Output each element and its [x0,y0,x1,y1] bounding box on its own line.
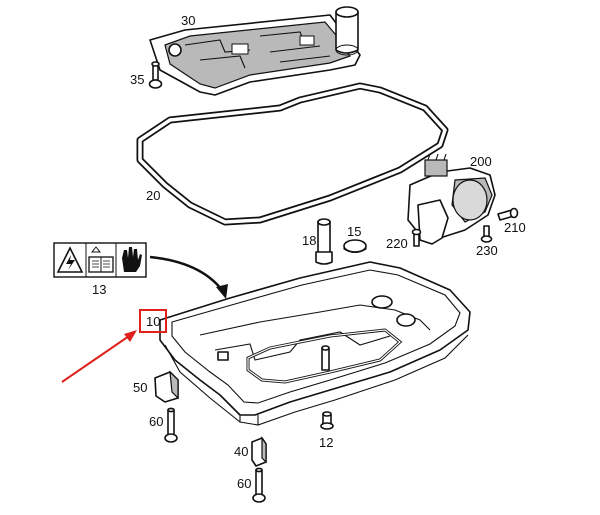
drain-plug-12[interactable] [320,411,334,430]
label-placement-arrow [149,255,223,291]
pin-220[interactable] [411,228,422,247]
callout-210: 210 [504,220,526,235]
control-module-200[interactable] [407,153,496,245]
red-pointer-arrow [61,333,133,383]
callout-35: 35 [130,72,144,87]
callout-30: 30 [181,13,195,28]
callout-13: 13 [92,282,106,297]
callout-230: 230 [476,243,498,258]
bolt-210[interactable] [497,207,519,221]
electric-shock-warning-icon [56,246,84,273]
hand-glove-icon [122,247,142,272]
screw-35[interactable] [148,61,163,89]
bolt-230[interactable] [480,225,493,243]
callout-15: 15 [347,224,361,239]
callout-12: 12 [319,435,333,450]
bolt-60-upper[interactable] [164,407,178,443]
callout-60b: 60 [237,476,251,491]
callout-200: 200 [470,154,492,169]
magnet-15[interactable] [343,239,367,254]
callout-40: 40 [234,444,248,459]
oil-pan-gasket[interactable] [136,82,449,226]
standpipe-18[interactable] [315,218,333,265]
callout-220: 220 [386,236,408,251]
read-manual-icon [88,246,114,273]
callout-50: 50 [133,380,147,395]
callout-18: 18 [302,233,316,248]
valve-body-plate[interactable] [149,6,361,96]
callout-10: 10 [146,314,160,329]
bracket-50[interactable] [154,370,179,403]
oil-pan-10[interactable] [159,261,471,426]
red-pointer-arrowhead [124,330,137,342]
warning-label-13[interactable] [53,242,147,278]
highlight-box-10 [139,309,167,333]
bolt-60-lower[interactable] [252,467,266,503]
clip-40[interactable] [251,436,267,467]
callout-60a: 60 [149,414,163,429]
label-placement-arrowhead [216,284,228,299]
callout-20: 20 [146,188,160,203]
